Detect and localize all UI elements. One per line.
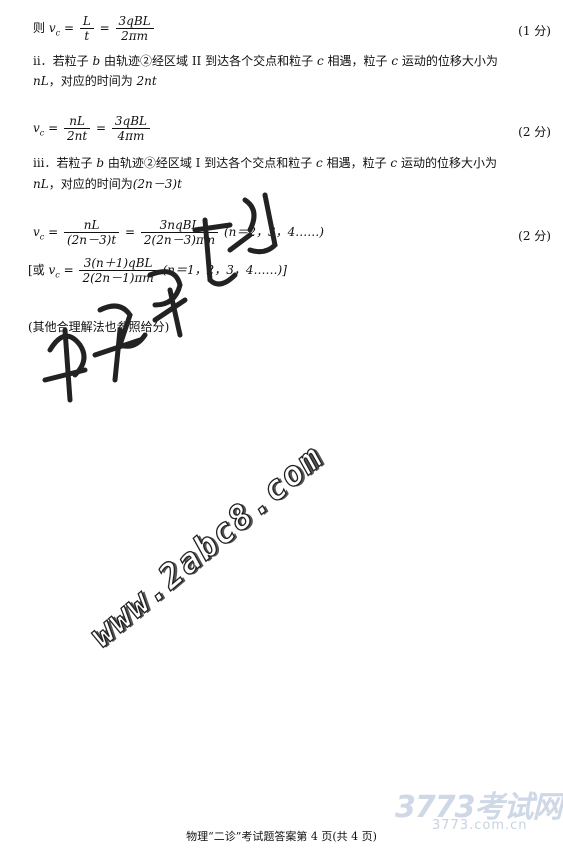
site-logo-watermark: 3773考试网 <box>395 790 562 825</box>
text-line-case-ii-cont: nL，对应的时间为 2nt <box>33 74 157 88</box>
site-logo-domain: 3773.com.cn <box>432 818 528 833</box>
score-line-3: (2 分) <box>518 229 551 243</box>
velocity-symbol: vc <box>48 263 60 280</box>
condition-n: (n＝2，3，4……) <box>223 225 324 239</box>
text-line-case-iii: ⅲ．若粒子 b 由轨迹②经区域 I 到达各个交点和粒子 c 相遇，粒子 c 运动… <box>33 156 497 170</box>
fraction-nl-over-2n-3-t: nL(2n－3)t <box>63 218 120 247</box>
equals-sign: = <box>99 21 110 35</box>
score-line-1: (1 分) <box>518 24 551 38</box>
grading-note: (其他合理解法也参照给分) <box>28 320 170 334</box>
velocity-symbol: vc <box>48 21 61 38</box>
url-watermark: www.2abc8.com <box>81 436 332 656</box>
equals-sign: = <box>63 21 74 35</box>
velocity-symbol: vc <box>33 225 45 242</box>
condition-n: (n＝1，2，3，4……)] <box>162 263 287 277</box>
text-line-case-iii-cont: nL，对应的时间为(2n－3)t <box>33 177 182 191</box>
velocity-symbol: vc <box>33 121 45 138</box>
text-line-case-ii: ⅱ．若粒子 b 由轨迹②经区域 II 到达各个交点和粒子 c 相遇，粒子 c 运… <box>33 54 498 68</box>
score-line-2: (2 分) <box>518 125 551 139</box>
page-footer: 物理“二诊”考试题答案第 4 页(共 4 页) <box>186 830 377 843</box>
word-ze: 则 <box>33 21 46 35</box>
handwritten-stamp-watermark <box>42 192 278 403</box>
